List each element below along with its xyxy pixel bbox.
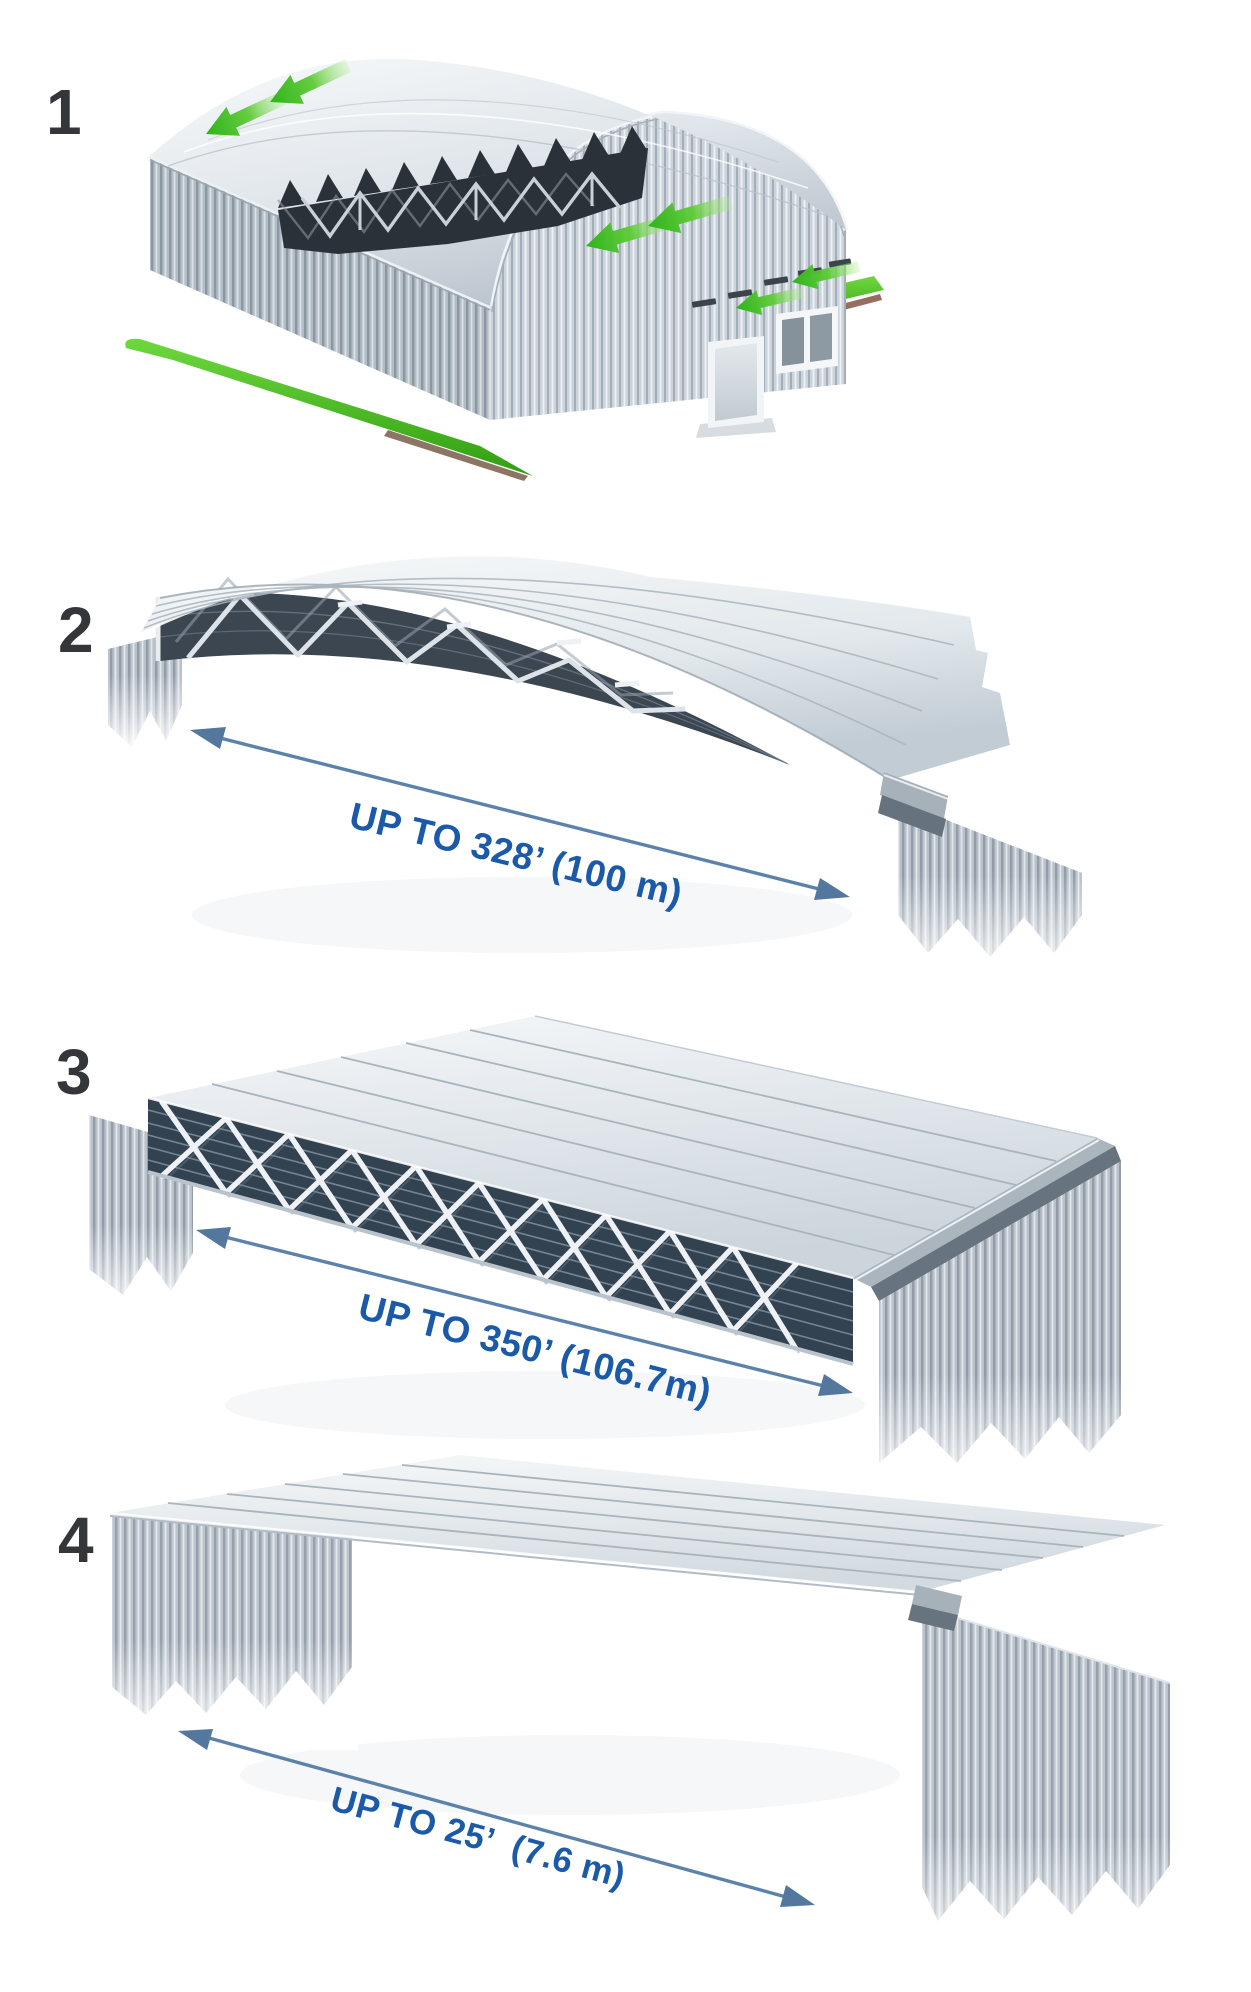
entry-door bbox=[696, 336, 776, 438]
roof-slab-top bbox=[147, 1015, 1098, 1280]
right-wall bbox=[878, 772, 1092, 990]
span-dimension-arrow-icon bbox=[178, 1729, 815, 1907]
right-eave-trim bbox=[908, 1585, 962, 1631]
figure-4-number: 4 bbox=[58, 1504, 94, 1576]
ground-shadow bbox=[225, 1371, 865, 1439]
figure-1-arched-building bbox=[88, 48, 888, 498]
flat-panel-roof-illustration bbox=[106, 1455, 1176, 1980]
left-wall bbox=[106, 1513, 358, 1750]
grass-strip-left bbox=[125, 338, 533, 481]
roof-cutaway-trusses bbox=[277, 126, 648, 254]
right-wall bbox=[916, 1606, 1176, 1980]
figure-2-curved-truss-roof bbox=[92, 445, 1112, 1005]
ground-shadow bbox=[240, 1735, 900, 1815]
right-wall bbox=[873, 1161, 1133, 1485]
span-dimension-arrow-icon bbox=[190, 727, 850, 900]
right-eave-trim bbox=[853, 1138, 1121, 1301]
window bbox=[776, 306, 838, 374]
figure-2-number: 2 bbox=[58, 594, 94, 666]
figure-4-flat-panel-roof bbox=[70, 1435, 1190, 1980]
lattice-truss-face bbox=[147, 1098, 854, 1366]
roof-slab-top bbox=[109, 1455, 1165, 1596]
lattice-truss-roof-illustration bbox=[83, 1015, 1133, 1485]
figure-3-lattice-truss-roof bbox=[75, 985, 1175, 1485]
curved-roof-sheet bbox=[139, 554, 1010, 781]
arched-building-illustration bbox=[125, 51, 884, 481]
figure-3-number: 3 bbox=[56, 1036, 92, 1108]
ground-shadow bbox=[192, 877, 852, 953]
figure-1-number: 1 bbox=[46, 76, 82, 148]
span-dimension-arrow-icon bbox=[196, 1227, 853, 1396]
curved-truss-roof-illustration bbox=[102, 554, 1092, 990]
